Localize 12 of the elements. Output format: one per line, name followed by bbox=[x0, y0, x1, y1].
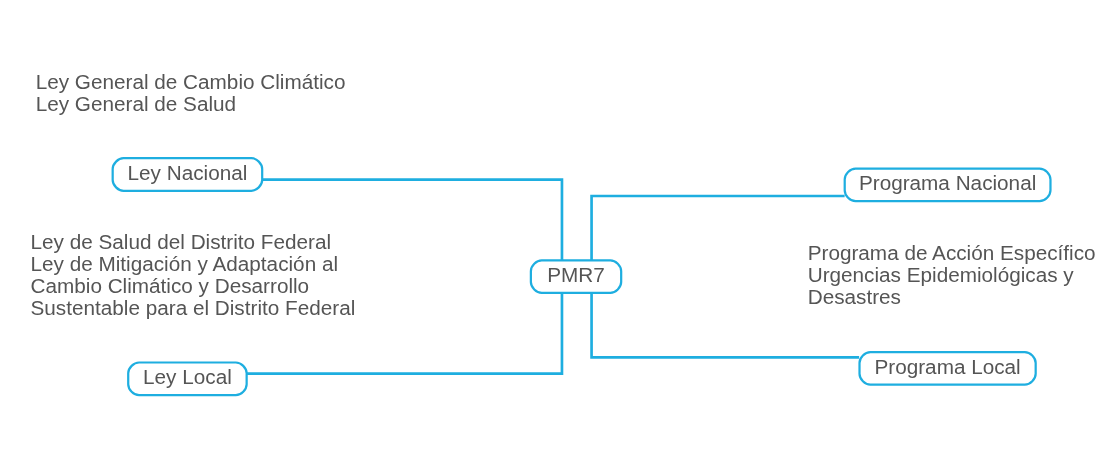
connector bbox=[246, 292, 564, 375]
node-label: Ley de Salud del Distrito Federal bbox=[30, 229, 332, 253]
node-box: Programa Nacional bbox=[843, 167, 1052, 202]
node-box: Ley Local bbox=[127, 360, 248, 396]
node-label: Ley General de Cambio Climático bbox=[35, 69, 346, 93]
node-box: Programa Local bbox=[858, 350, 1037, 386]
node-label: Programa de Acción Específico Urgencias Epidemiológicas y Desastres bbox=[807, 240, 1096, 308]
connector bbox=[262, 177, 564, 260]
connector bbox=[590, 194, 845, 260]
node-box: Ley Nacional bbox=[111, 156, 264, 192]
connector bbox=[590, 292, 860, 359]
node-box: PMR7 bbox=[529, 258, 623, 294]
